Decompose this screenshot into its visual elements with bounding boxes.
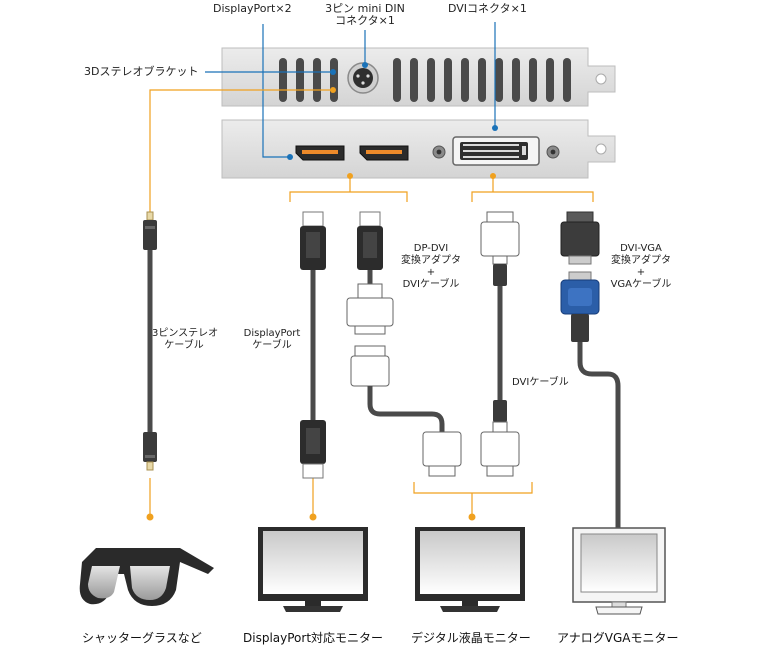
digital-lcd-caption: デジタル液晶モニター [411, 631, 531, 645]
dvi-cable-label: DVIケーブル [512, 377, 569, 388]
dp-monitor-caption: DisplayPort対応モニター [243, 631, 384, 645]
dp-dvi-label-line4: DVIケーブル [402, 279, 460, 290]
analog-vga-monitor [572, 527, 666, 615]
orange-dots [146, 87, 496, 521]
dp-cable-label-line1: DisplayPort [243, 328, 301, 339]
dvi-vga-label-line4: VGAケーブル [610, 279, 672, 290]
stereo-bracket [221, 47, 616, 107]
dp-dvi-label-line1: DP-DVI [413, 243, 449, 254]
displayport-port-1 [295, 145, 345, 161]
dvi-connector-label: DVIコネクタ×1 [448, 2, 527, 15]
dvi-vga-cable [560, 211, 621, 528]
dvi-port [432, 136, 560, 166]
stereo-cable-label-line1: 3ピンステレオ [152, 328, 219, 339]
dvi-vga-label: DVI-VGA 変換アダプタ + VGAケーブル [606, 243, 676, 291]
blue-dots [287, 62, 498, 160]
dvi-vga-label-line1: DVI-VGA [620, 243, 662, 254]
dp-cable-label-line2: ケーブル [252, 340, 292, 351]
displayport-count-label: DisplayPort×2 [213, 2, 292, 15]
blue-leaders [205, 22, 496, 158]
displayport-port-2 [359, 145, 409, 161]
graphics-card-bracket [221, 119, 616, 179]
displayport-cable [300, 211, 326, 479]
dvi-cable [480, 211, 520, 477]
orange-leaders [149, 89, 594, 517]
dp-dvi-label: DP-DVI 変換アダプタ + DVIケーブル [398, 243, 464, 291]
mini-din-label: 3ピン mini DIN コネクタ×1 [318, 3, 412, 27]
dp-dvi-label-line2: 変換アダプタ [401, 255, 461, 266]
dp-dvi-label-line3: + [426, 267, 436, 278]
mini-din-label-line1: 3ピン mini DIN [325, 2, 405, 15]
digital-lcd-monitor [415, 527, 525, 612]
shutter-glasses [79, 548, 214, 606]
dp-monitor [258, 527, 368, 612]
stereo-cable-label-line2: ケーブル [164, 340, 204, 351]
stereo-cable-label: 3ピンステレオ ケーブル [152, 328, 219, 352]
mini-din-port [347, 62, 379, 94]
stereo-cable [143, 211, 157, 471]
dp-cable-label: DisplayPort ケーブル [240, 328, 304, 352]
dp-dvi-cable [346, 211, 462, 477]
dvi-vga-label-line2: 変換アダプタ [611, 255, 671, 266]
mini-din-label-line2: コネクタ×1 [335, 14, 395, 27]
shutter-glasses-caption: シャッターグラスなど [82, 631, 202, 645]
analog-vga-caption: アナログVGAモニター [557, 631, 679, 645]
vent-slots-right [393, 58, 571, 102]
dvi-vga-label-line3: + [636, 267, 646, 278]
stereo-bracket-label: 3Dステレオブラケット [84, 65, 199, 78]
